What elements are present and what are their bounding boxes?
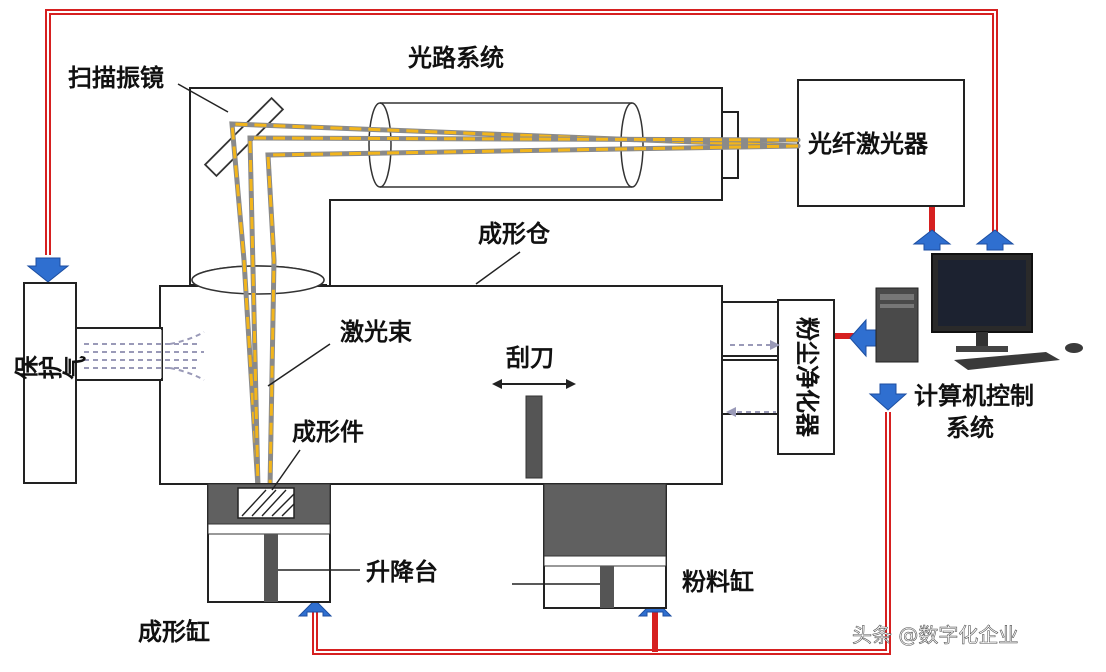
label-laser-beam: 激光束 bbox=[340, 318, 413, 346]
dust-purifier-box bbox=[777, 299, 835, 455]
recoater-blade bbox=[525, 395, 543, 479]
purifier-port-upper bbox=[721, 301, 779, 359]
blue-arrow-icon bbox=[297, 599, 333, 617]
label-scan-galvo: 扫描振镜 bbox=[68, 64, 164, 92]
build-chamber bbox=[159, 265, 779, 485]
label-optical-system: 光路系统 bbox=[407, 44, 504, 72]
fiber-laser-box bbox=[797, 79, 965, 207]
blue-arrow-icon bbox=[849, 318, 877, 358]
protective-gas-box bbox=[23, 282, 77, 484]
gas-inlet bbox=[75, 327, 163, 381]
leader-chamber bbox=[475, 251, 521, 285]
label-fiber-laser: 光纤激光器 bbox=[807, 130, 929, 158]
pipe-top-loop-inner bbox=[47, 11, 996, 255]
purifier-port-mid bbox=[721, 355, 779, 361]
blue-arrow-icon bbox=[975, 229, 1015, 251]
leader-beam bbox=[267, 343, 331, 387]
leader-part bbox=[271, 449, 301, 491]
blue-arrow-icon bbox=[868, 383, 908, 411]
watermark: 头条 @数字化企业 bbox=[852, 623, 1018, 647]
label-computer-control: 计算机控制 bbox=[914, 382, 1034, 410]
laser-beam bbox=[229, 121, 801, 491]
keyboard-icon bbox=[954, 352, 1060, 370]
mouse-icon bbox=[1065, 343, 1083, 353]
label-build-cylinder: 成形缸 bbox=[138, 618, 210, 646]
leader-galvo bbox=[177, 83, 229, 113]
label-build-chamber: 成形仓 bbox=[478, 220, 551, 248]
gas-flow-arrows bbox=[84, 331, 205, 381]
collimator-lens bbox=[368, 102, 644, 188]
build-cylinder bbox=[207, 483, 331, 603]
label-powder-cylinder: 粉料缸 bbox=[682, 568, 754, 596]
label-computer-control-2: 系统 bbox=[946, 414, 994, 442]
purifier-arrows bbox=[726, 340, 780, 417]
label-protective-gas: 保护气 bbox=[14, 355, 87, 384]
blue-arrow-icon bbox=[912, 229, 952, 251]
blue-arrow-icon bbox=[26, 257, 70, 283]
label-recoater: 刮刀 bbox=[506, 344, 554, 372]
pipe-bottom-loop-inner bbox=[314, 412, 889, 653]
double-arrow-icon bbox=[492, 379, 576, 389]
label-dust-purifier: 粉尘净化器 bbox=[793, 317, 821, 438]
label-part: 成形件 bbox=[292, 418, 364, 446]
monitor-icon bbox=[931, 253, 1033, 352]
computer-icon bbox=[875, 287, 919, 363]
signal-pipes bbox=[45, 9, 998, 655]
lift-platform-rod bbox=[264, 534, 278, 602]
powder-piston-rod bbox=[600, 566, 614, 608]
label-lift-platform: 升降台 bbox=[366, 558, 438, 586]
purifier-port-lower bbox=[721, 357, 779, 415]
chamber-body bbox=[159, 284, 723, 485]
powder-cylinder bbox=[543, 483, 667, 609]
